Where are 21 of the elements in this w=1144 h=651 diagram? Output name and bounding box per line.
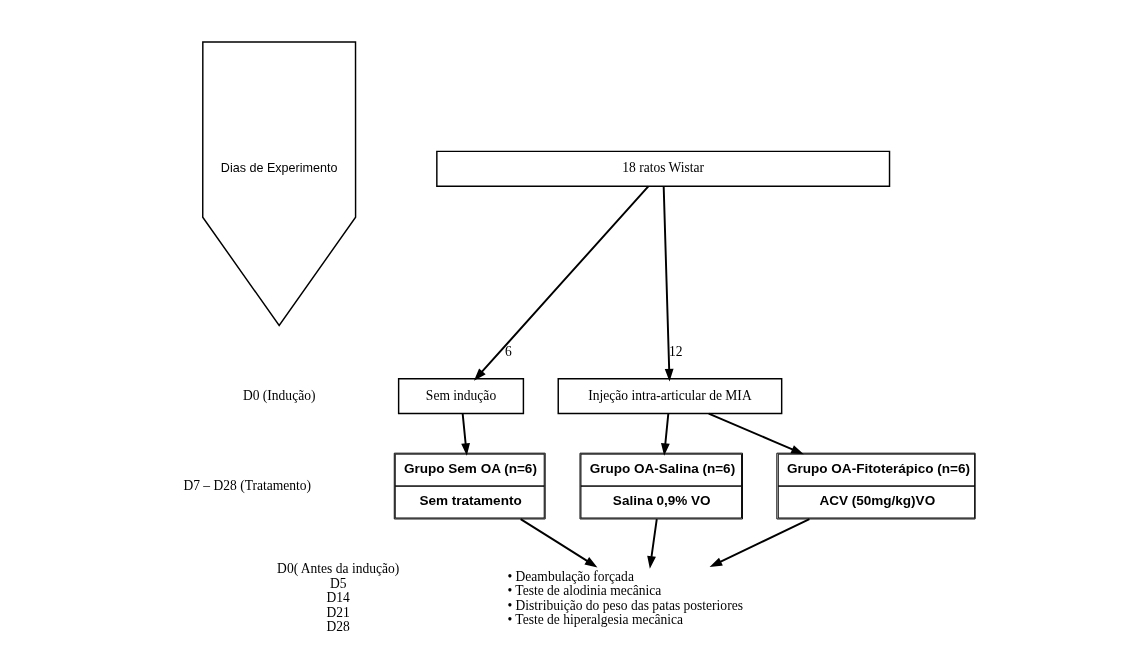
arrow <box>646 518 658 569</box>
arrow <box>660 412 670 456</box>
arrow <box>519 518 597 568</box>
label: D7 – D28 (Tratamento) <box>182 477 311 493</box>
arrow <box>662 185 674 382</box>
node-box: 18 ratos Wistar <box>435 150 890 187</box>
arrow <box>473 185 649 381</box>
arrow <box>709 518 810 568</box>
label: D0 (Indução) <box>242 387 315 403</box>
node-box: Injeção intra-articular de MIA <box>557 377 782 415</box>
edge-label: 12 <box>668 343 683 359</box>
edge-label: 6 <box>504 343 512 359</box>
node-box: Sem indução <box>397 377 524 415</box>
label: D28 <box>326 619 350 635</box>
label: D0( Antes da indução) <box>276 561 399 577</box>
arrow <box>460 412 470 456</box>
label: D5 <box>329 575 346 591</box>
label: D21 <box>326 604 350 620</box>
node-text: • Deambulação forçada • Teste de alodinia mecânica • Distribuição do peso das patas posteriores • Teste de hiperalgesia mecânica <box>506 568 743 628</box>
label: D14 <box>326 590 350 606</box>
arrow <box>707 412 804 455</box>
